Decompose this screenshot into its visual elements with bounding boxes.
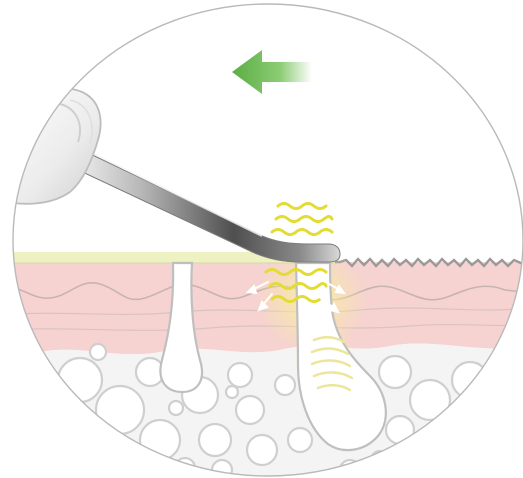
skin-probe-illustration	[0, 0, 523, 478]
circle-viewport	[0, 0, 523, 478]
